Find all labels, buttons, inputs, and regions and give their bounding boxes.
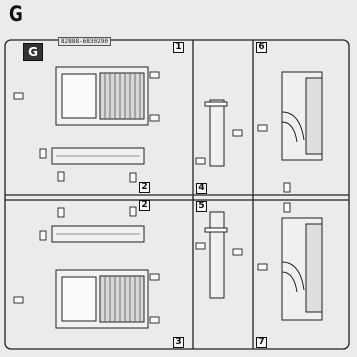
sprue-tag: G	[23, 43, 43, 61]
part-number-2b: 2	[139, 200, 150, 211]
post-part-upper	[209, 99, 225, 167]
post-part-lower	[209, 211, 225, 299]
part-number-5: 5	[196, 201, 207, 212]
arch-part-lower	[281, 217, 323, 321]
arch-part-upper	[281, 71, 323, 161]
part-number-1: 1	[173, 42, 184, 53]
sprue-letter: G	[9, 2, 23, 26]
part-number-2a: 2	[139, 182, 150, 193]
part-code: 82888-6830290	[58, 37, 111, 46]
part-number-3: 3	[173, 337, 184, 348]
crate-part-bottom	[55, 269, 149, 329]
part-number-4: 4	[196, 183, 207, 194]
crate-part-top	[55, 66, 149, 126]
part-number-7: 7	[256, 337, 267, 348]
part-number-6: 6	[256, 42, 267, 53]
